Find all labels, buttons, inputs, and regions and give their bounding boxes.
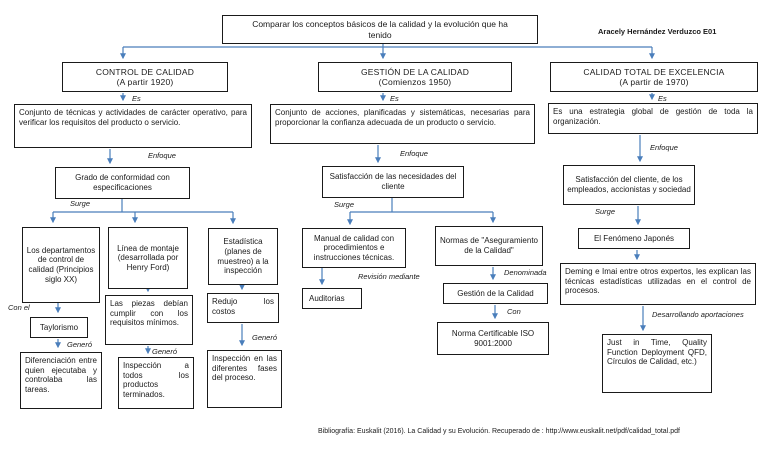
label-enfoque-control: Enfoque (148, 151, 176, 160)
gestion-header-sub: (Comienzos 1950) (378, 77, 452, 87)
node-total-definition: Es una estrategia global de gestión de t… (548, 103, 758, 134)
node-redujo-costos: Redujo los costos (207, 293, 279, 323)
node-control-header: CONTROL DE CALIDAD (A partir 1920) (62, 62, 228, 92)
node-gestion-header: GESTIÓN DE LA CALIDAD (Comienzos 1950) (318, 62, 512, 92)
label-genero-2: Generó (152, 347, 178, 356)
label-enfoque-total: Enfoque (650, 143, 678, 152)
label-es-total: Es (658, 94, 667, 103)
label-con: Con (507, 307, 521, 316)
node-fenomeno-japones: El Fenómeno Japonés (578, 228, 690, 249)
map-title: Comparar los conceptos básicos de la cal… (222, 15, 538, 44)
node-linea-montaje: Línea de montaje (desarrollada por Henry… (108, 227, 188, 289)
label-es-gestion: Es (390, 94, 399, 103)
node-inspeccion-fases: Inspección en las diferentes fases del p… (207, 350, 282, 408)
node-piezas: Las piezas debían cumplir con los requis… (105, 295, 193, 345)
bibliography-text: Bibliografía: Euskalit (2016). La Calida… (318, 428, 680, 435)
node-total-enfoque: Satisfacción del cliente, de los emplead… (563, 165, 695, 205)
node-departamentos: Los departamentos de control de calidad … (22, 227, 100, 303)
node-aportaciones: Just in Time, Quality Function Deploymen… (602, 334, 712, 393)
total-header-sub: (A partir de 1970) (619, 77, 689, 87)
node-auditorias: Auditorias (302, 288, 362, 309)
author-name: Aracely Hernández Verduzco E01 (598, 27, 717, 36)
gestion-header-title: GESTIÓN DE LA CALIDAD (360, 66, 470, 77)
node-diferenciacion: Diferenciación entre quien ejecutaba y c… (20, 352, 102, 409)
node-gestion-enfoque: Satisfacción de las necesidades del clie… (322, 166, 464, 198)
label-con-el: Con el (8, 303, 30, 312)
control-header-title: CONTROL DE CALIDAD (95, 66, 195, 77)
node-control-definition: Conjunto de técnicas y actividades de ca… (14, 104, 252, 148)
label-surge-gestion: Surge (334, 200, 355, 209)
label-genero-3: Generó (252, 333, 278, 342)
node-total-header: CALIDAD TOTAL DE EXCELENCIA (A partir de… (550, 62, 758, 92)
node-gestion-definition: Conjunto de acciones, planificadas y sis… (270, 104, 535, 144)
node-control-enfoque: Grado de conformidad con especificacione… (55, 167, 190, 199)
label-revision-mediante: Revisión mediante (358, 272, 420, 281)
label-genero-1: Generó (67, 340, 93, 349)
label-es-control: Es (132, 94, 141, 103)
label-denominada: Denominada (504, 268, 547, 277)
label-enfoque-gestion: Enfoque (400, 149, 428, 158)
label-desarrollando-aportaciones: Desarrollando aportaciones (652, 310, 744, 319)
control-header-sub: (A partir 1920) (116, 77, 174, 87)
total-header-title: CALIDAD TOTAL DE EXCELENCIA (583, 66, 725, 77)
label-surge-total: Surge (595, 207, 616, 216)
node-normas-aseguramiento: Normas de "Aseguramiento de la Calidad" (435, 226, 543, 266)
node-inspeccion-productos: Inspección a todos los productos termina… (118, 357, 194, 409)
node-estadistica: Estadística (planes de muestreo) a la in… (208, 228, 278, 285)
label-surge-control: Surge (70, 199, 91, 208)
node-gestion-calidad: Gestión de la Calidad (443, 283, 548, 304)
node-manual-calidad: Manual de calidad con procedimientos e i… (302, 228, 406, 268)
node-norma-iso: Norma Certificable ISO 9001:2000 (437, 322, 549, 355)
node-taylorismo: Taylorismo (30, 317, 88, 338)
node-deming-imai: Deming e Imai entre otros expertos, les … (560, 263, 756, 305)
